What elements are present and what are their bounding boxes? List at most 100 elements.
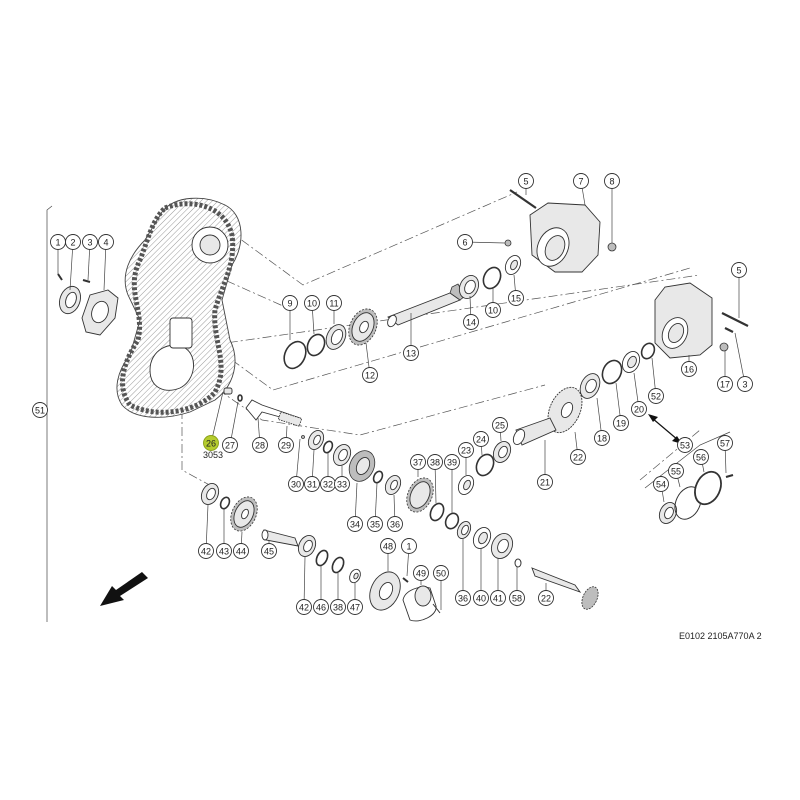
part-7-housing bbox=[509, 189, 601, 273]
callout-57[interactable]: 57 bbox=[717, 435, 733, 451]
callout-41[interactable]: 41 bbox=[490, 590, 506, 606]
callout-circle bbox=[613, 415, 629, 431]
callout-33[interactable]: 33 bbox=[334, 476, 350, 492]
part-33-bearing bbox=[332, 444, 352, 466]
callout-32[interactable]: 32 bbox=[320, 476, 336, 492]
callout-number: 23 bbox=[461, 446, 471, 456]
callout-9[interactable]: 9 bbox=[282, 295, 298, 311]
callout-14[interactable]: 14 bbox=[463, 314, 479, 330]
part-17-nut bbox=[719, 342, 729, 352]
callout-52[interactable]: 52 bbox=[648, 388, 664, 404]
callout-18[interactable]: 18 bbox=[594, 430, 610, 446]
callout-28[interactable]: 28 bbox=[252, 437, 268, 453]
callout-circle bbox=[413, 565, 429, 581]
callout-43[interactable]: 43 bbox=[216, 543, 232, 559]
callout-38[interactable]: 38 bbox=[330, 599, 346, 615]
callout-number: 29 bbox=[281, 441, 291, 451]
callout-37[interactable]: 37 bbox=[410, 454, 426, 470]
callout-31[interactable]: 31 bbox=[304, 476, 320, 492]
callout-40[interactable]: 40 bbox=[473, 590, 489, 606]
callout-17[interactable]: 17 bbox=[717, 376, 733, 392]
callout-1[interactable]: 1 bbox=[401, 538, 417, 554]
part-37-gear bbox=[406, 477, 434, 513]
callout-circle bbox=[427, 454, 443, 470]
callout-23[interactable]: 23 bbox=[458, 442, 474, 458]
part-39-circlip bbox=[444, 512, 460, 530]
callout-circle bbox=[433, 565, 449, 581]
callout-44[interactable]: 44 bbox=[233, 543, 249, 559]
callout-12[interactable]: 12 bbox=[362, 367, 378, 383]
callout-5[interactable]: 5 bbox=[731, 262, 747, 278]
part-20-seal bbox=[621, 351, 641, 373]
callout-56[interactable]: 56 bbox=[693, 449, 709, 465]
callout-45[interactable]: 45 bbox=[261, 543, 277, 559]
callout-8[interactable]: 8 bbox=[604, 173, 620, 189]
callout-27[interactable]: 27 bbox=[222, 437, 238, 453]
callout-24[interactable]: 24 bbox=[473, 431, 489, 447]
callout-58[interactable]: 58 bbox=[509, 590, 525, 606]
leader-line-26 bbox=[210, 391, 224, 444]
part-32-circlip bbox=[322, 440, 334, 454]
callout-number: 26 bbox=[206, 439, 216, 449]
callout-10[interactable]: 10 bbox=[304, 295, 320, 311]
callout-29[interactable]: 29 bbox=[278, 437, 294, 453]
callout-42[interactable]: 42 bbox=[198, 543, 214, 559]
callout-53[interactable]: 53 bbox=[677, 437, 693, 453]
part-38b-circlip bbox=[331, 556, 345, 574]
callout-10[interactable]: 10 bbox=[485, 302, 501, 318]
callout-19[interactable]: 19 bbox=[613, 415, 629, 431]
callout-48[interactable]: 48 bbox=[380, 538, 396, 554]
callout-49[interactable]: 49 bbox=[413, 565, 429, 581]
callout-4[interactable]: 4 bbox=[98, 234, 114, 250]
callout-number: 33 bbox=[337, 480, 347, 490]
callout-36[interactable]: 36 bbox=[387, 516, 403, 532]
callout-number: 8 bbox=[609, 177, 614, 187]
callout-circle bbox=[403, 345, 419, 361]
callout-22[interactable]: 22 bbox=[570, 449, 586, 465]
part-19-circlip bbox=[601, 359, 623, 385]
callout-35[interactable]: 35 bbox=[367, 516, 383, 532]
callout-number: 38 bbox=[333, 603, 343, 613]
callout-50[interactable]: 50 bbox=[433, 565, 449, 581]
callout-7[interactable]: 7 bbox=[573, 173, 589, 189]
part-47-washer bbox=[349, 568, 361, 584]
callout-42[interactable]: 42 bbox=[296, 599, 312, 615]
callout-3[interactable]: 3 bbox=[82, 234, 98, 250]
callout-11[interactable]: 11 bbox=[326, 295, 342, 311]
part-3-bolt bbox=[82, 279, 91, 283]
part-42-bearing bbox=[200, 483, 220, 505]
callout-circle bbox=[473, 590, 489, 606]
callout-5[interactable]: 5 bbox=[518, 173, 534, 189]
callout-46[interactable]: 46 bbox=[313, 599, 329, 615]
callout-number: 34 bbox=[350, 520, 360, 530]
callout-1[interactable]: 1 bbox=[50, 234, 66, 250]
callout-13[interactable]: 13 bbox=[403, 345, 419, 361]
callout-38[interactable]: 38 bbox=[427, 454, 443, 470]
callout-16[interactable]: 16 bbox=[681, 361, 697, 377]
callout-34[interactable]: 34 bbox=[347, 516, 363, 532]
callout-number: 39 bbox=[447, 458, 457, 468]
callout-22[interactable]: 22 bbox=[538, 590, 554, 606]
callout-6[interactable]: 6 bbox=[457, 234, 473, 250]
callout-39[interactable]: 39 bbox=[444, 454, 460, 470]
callout-21[interactable]: 21 bbox=[537, 474, 553, 490]
callout-30[interactable]: 30 bbox=[288, 476, 304, 492]
callout-circle bbox=[508, 290, 524, 306]
part-26-ref-code: 3053 bbox=[203, 450, 223, 460]
callout-54[interactable]: 54 bbox=[653, 476, 669, 492]
callout-51[interactable]: 51 bbox=[32, 402, 48, 418]
callout-3[interactable]: 3 bbox=[737, 376, 753, 392]
callout-circle bbox=[367, 516, 383, 532]
callout-15[interactable]: 15 bbox=[508, 290, 524, 306]
callout-36[interactable]: 36 bbox=[455, 590, 471, 606]
callout-25[interactable]: 25 bbox=[492, 417, 508, 433]
callout-20[interactable]: 20 bbox=[631, 401, 647, 417]
part-29-spring bbox=[277, 411, 303, 427]
callout-circle bbox=[296, 599, 312, 615]
callout-47[interactable]: 47 bbox=[347, 599, 363, 615]
callout-26-highlighted[interactable]: 26 bbox=[203, 435, 219, 451]
callout-2[interactable]: 2 bbox=[65, 234, 81, 250]
callout-55[interactable]: 55 bbox=[668, 463, 684, 479]
